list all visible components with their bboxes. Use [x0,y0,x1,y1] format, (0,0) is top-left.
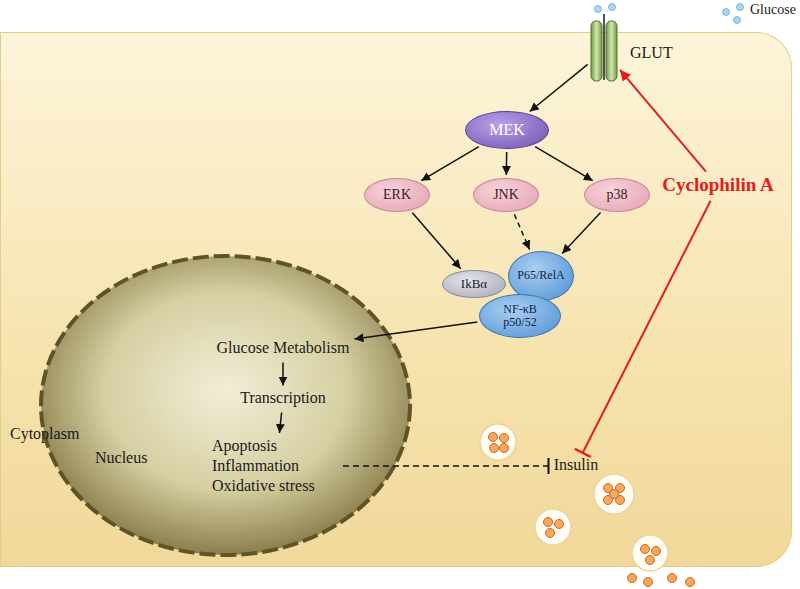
node-text: Nucleus [95,449,147,467]
process-text: Transcription [238,389,328,410]
glucose-dot [734,17,741,24]
node-text: Glucose Metabolism [215,339,352,357]
channel-shape [590,20,618,82]
process-text: Glucose Metabolism [215,339,352,360]
cell: Cytoplasm GLUT MEK ERK JNK p38 Cyclophilin A Ik… [0,32,792,567]
insulin-label: Insulin [552,456,601,477]
node-text: JNK [493,187,519,202]
glucose-dot [609,4,616,11]
glut-transporter: GLUT [590,20,618,82]
kinase-ellipse: p38 [584,178,650,212]
node-text: IkBα [461,277,487,291]
node-text: Cytoplasm [10,425,79,443]
protein-ellipse: IkBα [442,270,506,298]
glucose-molecules [595,4,744,24]
protein-ellipse: NF-κB p50/52 [479,294,561,338]
node-text: Apoptosis Inflammation Oxidative stress [212,436,340,496]
nucleus: Nucleus Glucose MetabolismTranscriptionAp… [38,253,413,558]
regulator-label: Cyclophilin A [660,174,776,198]
node-text: P65/RelA [517,269,564,282]
node-text: p38 [607,187,628,202]
node-text: Cyclophilin A [660,174,776,196]
released-insulin [628,574,695,587]
glucose-dot [723,9,730,16]
nucleus-shape [38,253,413,558]
node-text: NF-κB p50/52 [490,303,550,329]
node-text: Insulin [552,456,601,474]
node-text: Transcription [238,389,328,407]
molecule-label: Glucose [750,2,796,18]
kinase-ellipse: JNK [473,178,539,212]
kinase-ellipse: MEK [465,111,549,149]
node-text: ERK [383,187,411,202]
node-text: MEK [489,121,525,139]
node-text: GLUT [630,44,673,62]
outcome-text: Apoptosis Inflammation Oxidative stress [212,436,340,496]
kinase-ellipse: ERK [364,178,430,212]
glucose-dot [595,6,602,13]
glucose-dot [737,4,744,11]
